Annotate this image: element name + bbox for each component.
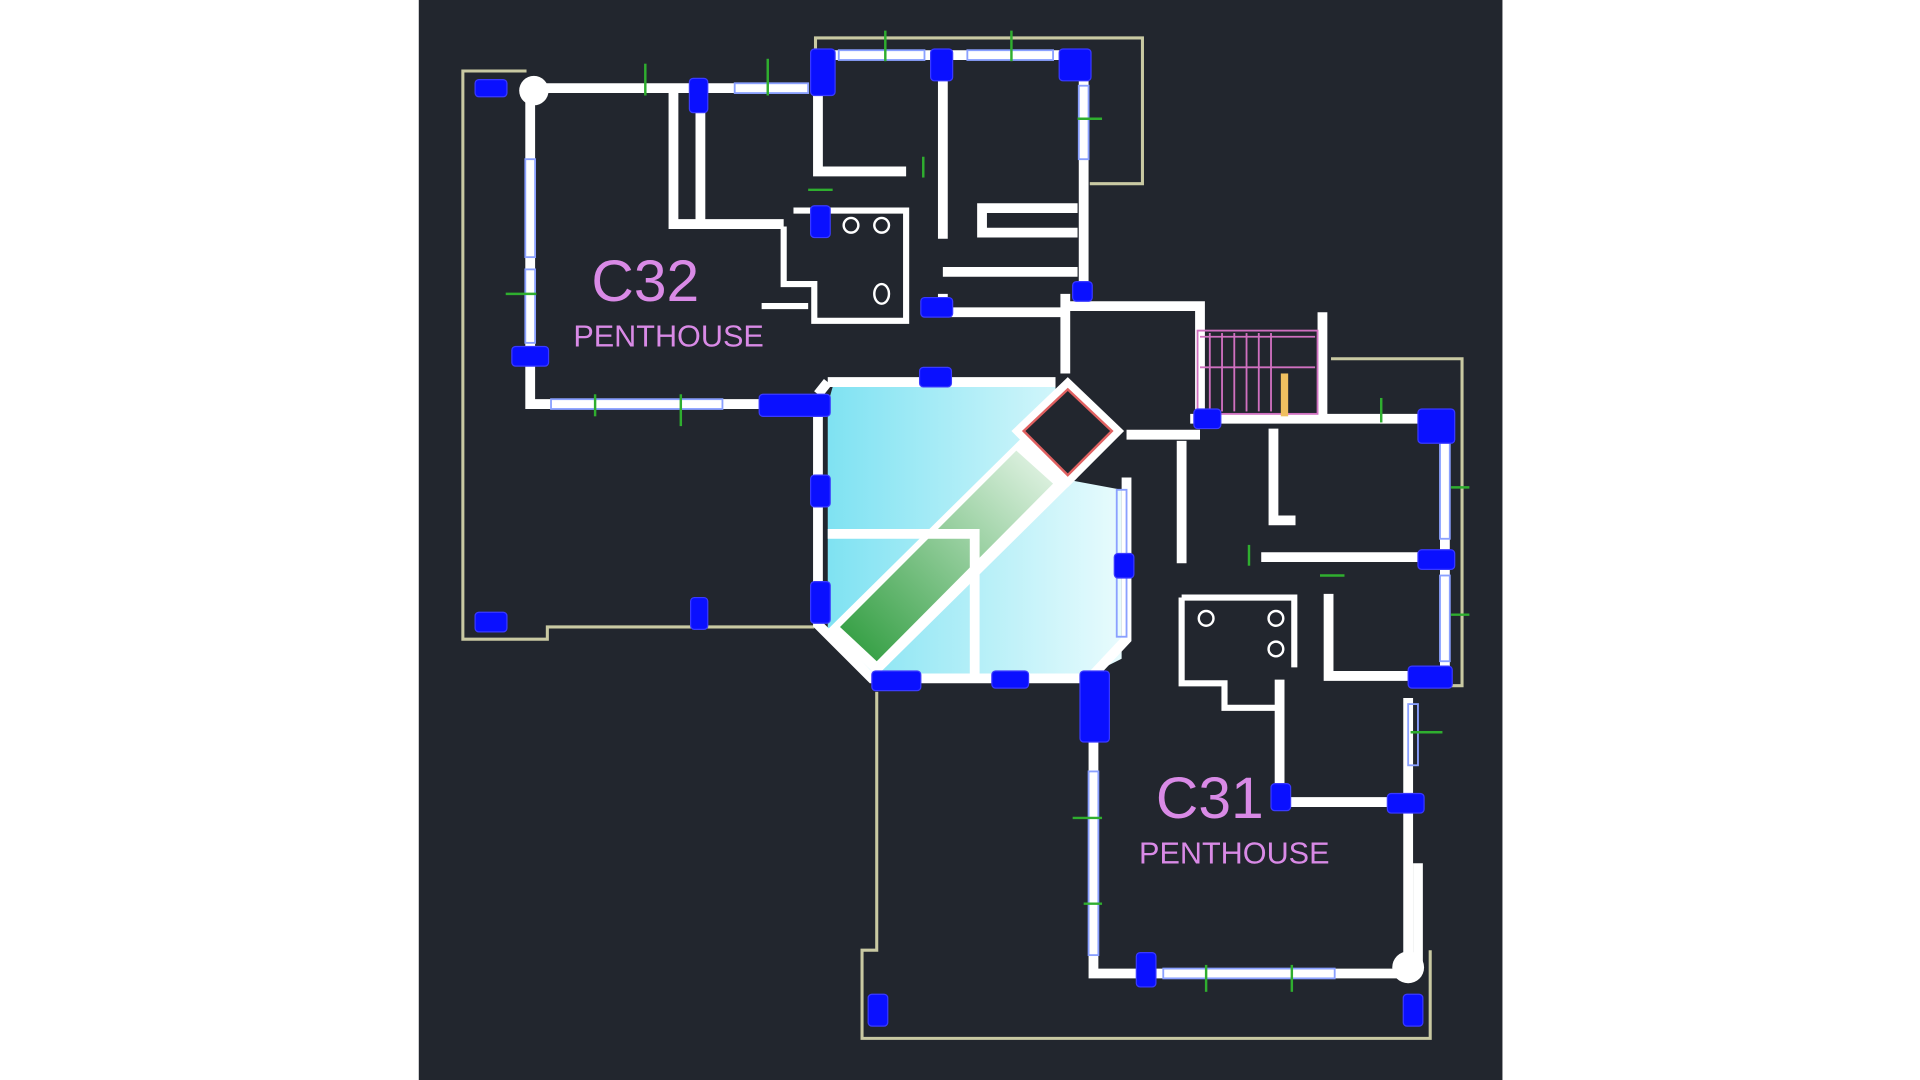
unit-code-c32: C32 — [591, 249, 699, 314]
structural-columns — [474, 48, 1456, 1027]
elevator-core — [1011, 377, 1125, 488]
unit-type-c31: PENTHOUSE — [1139, 836, 1329, 870]
terrace-boundaries — [461, 36, 1464, 1040]
unit-code-c31: C31 — [1156, 766, 1264, 831]
unit-type-c32: PENTHOUSE — [573, 320, 764, 354]
bathroom-fixtures — [842, 216, 1285, 658]
staircase — [1196, 329, 1319, 417]
